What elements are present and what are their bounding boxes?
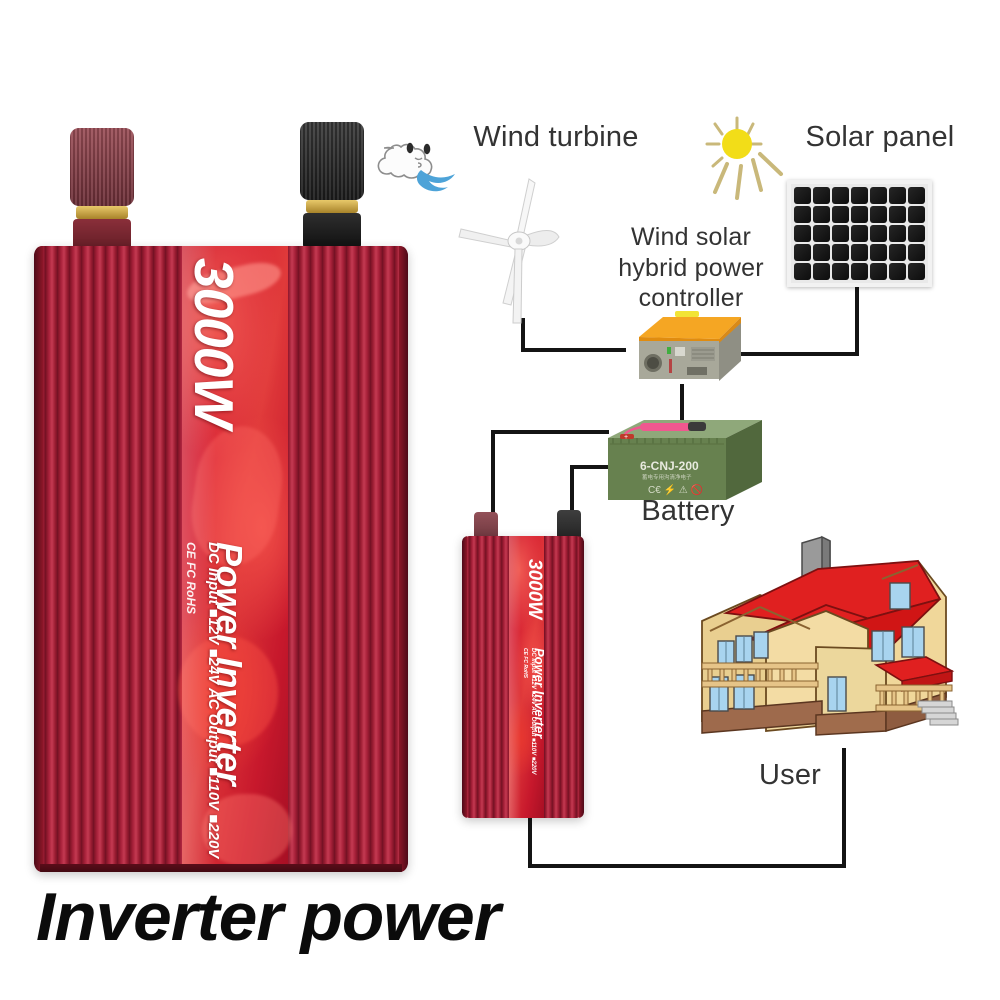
gloss-swirl (202, 794, 292, 866)
solar-cell (851, 263, 868, 280)
solar-cell (832, 206, 849, 223)
solar-cell (889, 206, 906, 223)
small-inverter-spec-text: DC Input ■12V ■24V AC Output ■110V ■220V (530, 648, 536, 775)
face-gloss (509, 536, 521, 818)
heatsink-fins-left (34, 246, 184, 872)
hybrid-controller-unit (623, 307, 743, 387)
large-inverter-certification-marks: CE FC RoHS (184, 542, 198, 614)
terminal-cap (300, 122, 364, 200)
sun-icon (703, 110, 799, 210)
solar-cell (851, 225, 868, 242)
heatsink-fins-right (544, 536, 584, 818)
label-solar-panel: Solar panel (805, 121, 955, 153)
terminal-brass-ring (76, 206, 128, 219)
solar-cell (794, 225, 811, 242)
solar-cell (813, 206, 830, 223)
svg-text:+: + (624, 434, 628, 441)
solar-cell (832, 187, 849, 204)
battery-unit: + 6-CNJ-200 蓄电专用沟清净电子 C€ ⚡ ⚠ 🚫 (604, 416, 764, 506)
wire-controller-battery (680, 384, 684, 426)
solar-panel (787, 180, 932, 287)
label-wind-turbine: Wind turbine (473, 121, 639, 153)
small-inverter-certification-marks: CE FC RoHS (522, 648, 528, 678)
cloud-face-icon (374, 114, 466, 206)
wire-solar-vertical (855, 286, 859, 356)
heatsink-fins-left (462, 536, 510, 818)
wind-turbine-icon (455, 175, 585, 335)
label-hybrid-controller: Wind solar hybrid power controller (618, 223, 764, 312)
solar-cell (870, 206, 887, 223)
wire-battery-lead-b-horizontal (570, 465, 612, 469)
solar-cell (813, 263, 830, 280)
small-inverter (462, 536, 584, 818)
solar-cell (870, 244, 887, 261)
wire-battery-lead-b-vertical (570, 465, 574, 515)
solar-cell (813, 187, 830, 204)
wire-battery-lead-a-horizontal (491, 430, 609, 434)
solar-cell (813, 244, 830, 261)
house-illustration (690, 535, 980, 765)
large-inverter (34, 246, 408, 872)
inverter-housing (462, 536, 584, 818)
wire-inverter-user-vertical (528, 806, 532, 868)
solar-cell (813, 225, 830, 242)
wire-turbine-vertical (521, 318, 525, 352)
svg-text:蓄电专用沟清净电子: 蓄电专用沟清净电子 (642, 473, 692, 481)
solar-cell (870, 187, 887, 204)
housing-left-edge (462, 536, 467, 818)
housing-left-edge (34, 246, 43, 872)
solar-cell (870, 263, 887, 280)
solar-cell (908, 206, 925, 223)
solar-cell (889, 263, 906, 280)
wire-inverter-user-horizontal (528, 864, 846, 868)
wire-turbine-horizontal (521, 348, 626, 352)
terminal-cap (557, 510, 581, 540)
terminal-base (303, 213, 361, 249)
solar-cell (851, 206, 868, 223)
solar-cell (851, 187, 868, 204)
large-inverter-spec-text: DC Input ■12V ■24V AC Output ■110V ■220V (205, 542, 222, 859)
solar-cell (794, 187, 811, 204)
solar-cell (889, 225, 906, 242)
svg-text:C€ ⚡ ⚠ 🚫: C€ ⚡ ⚠ 🚫 (648, 483, 703, 496)
solar-cell (889, 244, 906, 261)
solar-cell (851, 244, 868, 261)
solar-cell-grid (794, 187, 925, 280)
terminal-brass-ring (306, 200, 358, 213)
housing-right-edge (579, 536, 584, 818)
solar-cell (794, 244, 811, 261)
large-inverter-power-rating: 3000W (183, 258, 245, 428)
page-title: Inverter power (36, 879, 501, 955)
large-inverter-positive-terminal (70, 128, 134, 255)
solar-cell (889, 187, 906, 204)
wire-solar-horizontal (740, 352, 859, 356)
solar-cell (794, 263, 811, 280)
solar-cell (908, 187, 925, 204)
label-face (172, 246, 292, 872)
heatsink-fins-right (286, 246, 408, 872)
face-gloss (182, 246, 216, 872)
large-inverter-negative-terminal (300, 122, 364, 249)
solar-cell (908, 244, 925, 261)
svg-text:6-CNJ-200: 6-CNJ-200 (640, 459, 699, 473)
wire-user-riser (842, 748, 846, 868)
solar-cell (794, 206, 811, 223)
label-user: User (758, 759, 822, 791)
wire-battery-lead-a-vertical (491, 430, 495, 516)
solar-cell (832, 225, 849, 242)
label-face (509, 536, 544, 818)
small-inverter-power-rating: 3000W (524, 559, 545, 620)
solar-cell (870, 225, 887, 242)
inverter-housing (34, 246, 408, 872)
solar-cell (832, 263, 849, 280)
terminal-cap (70, 128, 134, 206)
solar-cell (908, 263, 925, 280)
housing-right-edge (399, 246, 408, 872)
solar-cell (908, 225, 925, 242)
label-battery: Battery (641, 495, 735, 527)
solar-cell (832, 244, 849, 261)
housing-bottom-edge (40, 864, 402, 872)
